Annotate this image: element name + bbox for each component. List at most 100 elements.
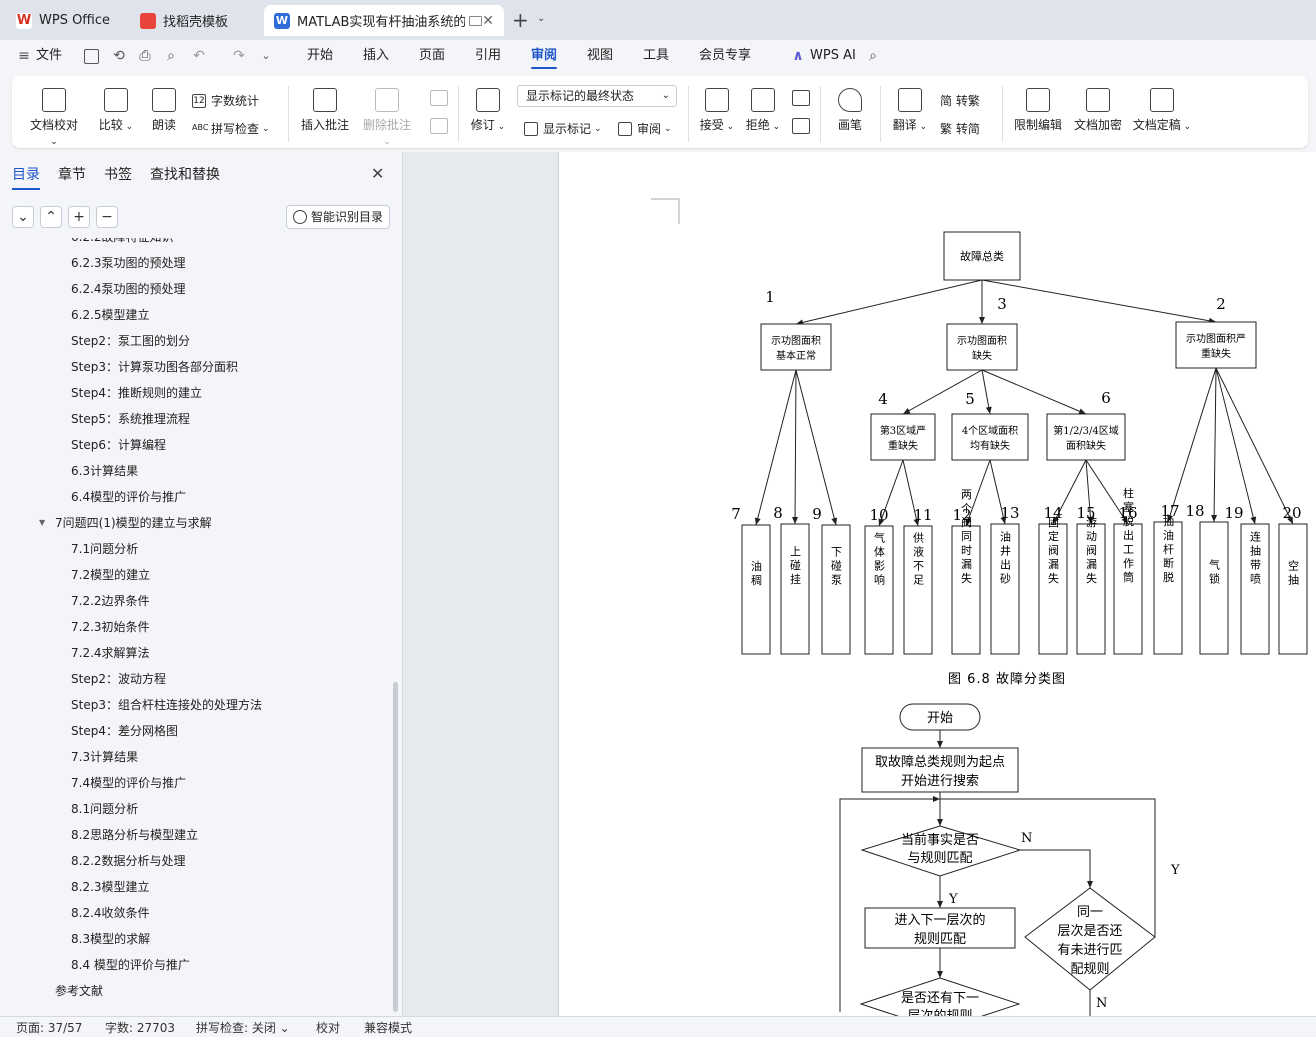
- toc-item[interactable]: Step4：推断规则的建立: [71, 380, 202, 406]
- next-change-icon[interactable]: [792, 118, 810, 134]
- word-count-indicator[interactable]: 字数: 27703: [105, 1021, 176, 1035]
- expand-arrow-icon[interactable]: ▼: [39, 518, 46, 527]
- toc-scrollbar[interactable]: [393, 682, 398, 1012]
- to-traditional-button[interactable]: 简 转繁: [940, 92, 980, 109]
- menu-references[interactable]: 引用: [475, 48, 502, 63]
- toc-item[interactable]: ▼7问题四(1)模型的建立与求解: [39, 510, 212, 536]
- tab-document[interactable]: W MATLAB实现有杆抽油系统的 ✕: [264, 5, 504, 36]
- toc-item[interactable]: 8.2.2数据分析与处理: [71, 848, 186, 874]
- pen-button[interactable]: 画笔: [830, 88, 870, 133]
- nav-tab-chapters[interactable]: 章节: [58, 167, 86, 183]
- show-markup-button[interactable]: 显示标记⌄: [524, 120, 602, 137]
- export-pdf-icon[interactable]: ⟲: [113, 48, 125, 64]
- page-indicator[interactable]: 页面: 37/57: [16, 1021, 83, 1035]
- collapse-up-button[interactable]: ⌃: [40, 206, 62, 228]
- finalize-button[interactable]: 文档定稿 ⌄: [1132, 88, 1192, 133]
- toc-item[interactable]: 参考文献: [55, 978, 103, 1004]
- wps-ai-icon[interactable]: ∧: [792, 48, 804, 64]
- toc-item[interactable]: 8.3模型的求解: [71, 926, 150, 952]
- save-icon[interactable]: [84, 49, 99, 64]
- search-icon[interactable]: ⌕: [869, 48, 877, 64]
- compare-button[interactable]: 比较 ⌄: [96, 88, 136, 133]
- read-aloud-button[interactable]: 朗读: [146, 88, 182, 133]
- toc-item[interactable]: 7.2.2边界条件: [71, 588, 150, 614]
- toc-item[interactable]: Step2：泵工图的划分: [71, 328, 190, 354]
- monitor-icon[interactable]: [469, 15, 483, 26]
- menu-tools[interactable]: 工具: [643, 48, 670, 63]
- close-tab-icon[interactable]: ✕: [482, 12, 494, 29]
- menu-review[interactable]: 审阅: [531, 40, 558, 72]
- toc-item[interactable]: 7.1问题分析: [71, 536, 138, 562]
- new-tab-icon[interactable]: +: [512, 8, 529, 32]
- leaf-node-number: 10: [869, 506, 888, 524]
- toc-item[interactable]: 8.2.3模型建立: [71, 874, 150, 900]
- menu-insert[interactable]: 插入: [363, 48, 390, 63]
- redo-icon[interactable]: ↷: [233, 48, 245, 64]
- insert-comment-button[interactable]: 插入批注: [298, 88, 352, 133]
- collapse-minus-button[interactable]: −: [96, 206, 118, 228]
- nav-tab-find-replace[interactable]: 查找和替换: [150, 167, 220, 183]
- nav-tab-bookmarks[interactable]: 书签: [104, 167, 132, 183]
- prev-change-icon[interactable]: [792, 90, 810, 106]
- tab-docer-templates[interactable]: 找稻壳模板: [130, 5, 258, 36]
- collapse-down-button[interactable]: ⌄: [12, 206, 34, 228]
- toc-item[interactable]: 6.2.4泵功图的预处理: [71, 276, 186, 302]
- toc-item[interactable]: 7.2模型的建立: [71, 562, 150, 588]
- translate-button[interactable]: 翻译 ⌄: [888, 88, 932, 133]
- toc-item[interactable]: 8.4 模型的评价与推广: [71, 952, 190, 978]
- toc-item[interactable]: Step6：计算编程: [71, 432, 166, 458]
- toc-item[interactable]: 7.4模型的评价与推广: [71, 770, 186, 796]
- menu-home[interactable]: 开始: [307, 48, 334, 63]
- prev-comment-icon[interactable]: [430, 90, 448, 106]
- toc-item[interactable]: 8.2.4收敛条件: [71, 900, 150, 926]
- toc-item[interactable]: 6.4模型的评价与推广: [71, 484, 186, 510]
- next-comment-icon[interactable]: [430, 118, 448, 134]
- accept-button[interactable]: 接受 ⌄: [698, 88, 736, 133]
- chevron-down-icon[interactable]: ⌄: [537, 13, 546, 24]
- toc-item[interactable]: 8.2思路分析与模型建立: [71, 822, 198, 848]
- toc-item[interactable]: 7.3计算结果: [71, 744, 138, 770]
- review-pane-button[interactable]: 审阅⌄: [618, 120, 672, 137]
- undo-icon[interactable]: ↶: [193, 48, 205, 64]
- to-simplified-button[interactable]: 繁 转简: [940, 120, 980, 137]
- doc-proof-button[interactable]: 文档校对 ⌄: [28, 88, 80, 147]
- toc-item[interactable]: Step3：计算泵功图各部分面积: [71, 354, 238, 380]
- spell-check-indicator[interactable]: 拼写检查: 关闭 ⌄: [196, 1021, 290, 1035]
- menu-file[interactable]: 文件: [36, 48, 63, 63]
- toc-item[interactable]: 6.2.2故障特征知识: [71, 238, 174, 250]
- toc-item[interactable]: Step5：系统推理流程: [71, 406, 190, 432]
- toc-item[interactable]: 6.2.5模型建立: [71, 302, 150, 328]
- toc-item[interactable]: Step4：差分网格图: [71, 718, 178, 744]
- encrypt-button[interactable]: 文档加密: [1072, 88, 1124, 133]
- toc-item[interactable]: Step3：组合杆柱连接处的处理方法: [71, 692, 262, 718]
- menu-layout[interactable]: 页面: [419, 48, 446, 63]
- toc-item[interactable]: 6.2.3泵功图的预处理: [71, 250, 186, 276]
- smart-toc-button[interactable]: 智能识别目录: [286, 205, 390, 229]
- toc-item[interactable]: 7.2.4求解算法: [71, 640, 150, 666]
- toc-item[interactable]: 8.1问题分析: [71, 796, 138, 822]
- revise-button[interactable]: 修订 ⌄: [468, 88, 508, 133]
- close-icon[interactable]: ✕: [371, 164, 385, 183]
- delete-comment-button[interactable]: 删除批注 ⌄: [358, 88, 416, 147]
- tab-wps-office[interactable]: W WPS Office: [6, 5, 124, 36]
- reject-button[interactable]: 拒绝 ⌄: [744, 88, 782, 133]
- print-icon[interactable]: ⎙: [139, 48, 151, 64]
- more-chevron-icon[interactable]: ⌄: [261, 49, 271, 62]
- markup-state-select[interactable]: 显示标记的最终状态 ⌄: [517, 85, 677, 107]
- nav-tab-toc[interactable]: 目录: [12, 164, 40, 190]
- restrict-edit-button[interactable]: 限制编辑: [1012, 88, 1064, 133]
- proof-indicator[interactable]: 校对: [316, 1021, 341, 1035]
- toc-item[interactable]: 7.2.3初始条件: [71, 614, 150, 640]
- menu-wps-ai[interactable]: WPS AI: [810, 48, 856, 63]
- menu-view[interactable]: 视图: [587, 48, 614, 63]
- print-preview-icon[interactable]: ⌕: [167, 48, 175, 64]
- toc-item[interactable]: Step2：波动方程: [71, 666, 166, 692]
- toc-item[interactable]: 6.3计算结果: [71, 458, 138, 484]
- expand-add-button[interactable]: +: [68, 206, 90, 228]
- menu-member[interactable]: 会员专享: [699, 48, 752, 63]
- hamburger-menu-icon[interactable]: ≡: [18, 48, 30, 64]
